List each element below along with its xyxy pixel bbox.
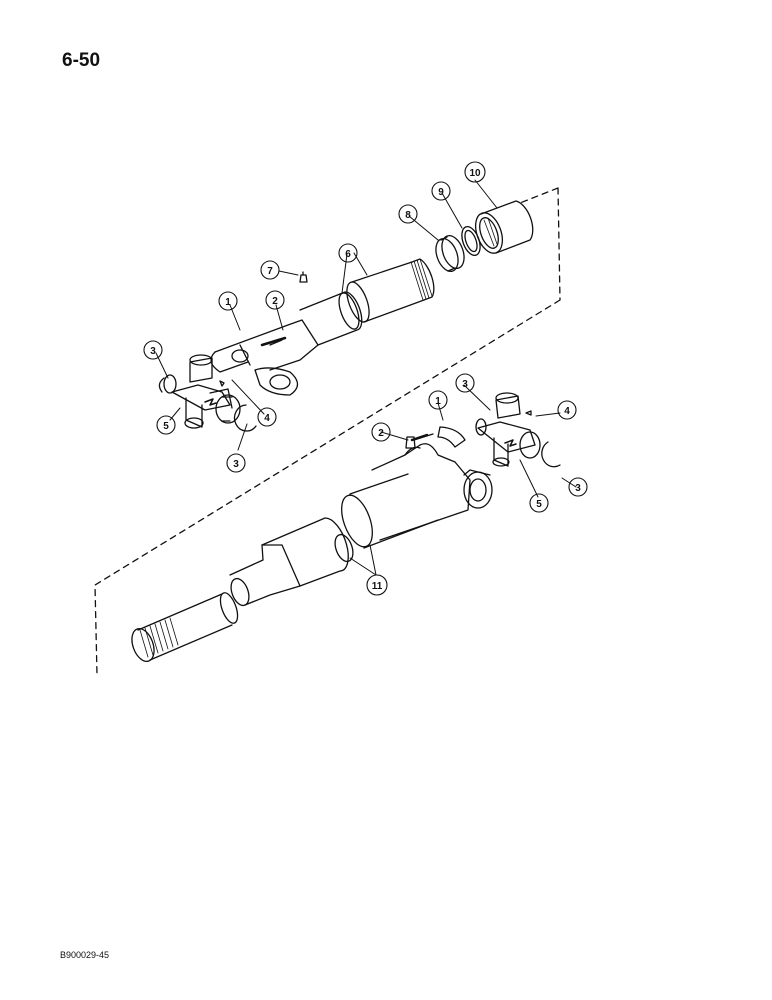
part-9-ring [461, 225, 481, 257]
upper-u-joint-cross [171, 354, 233, 429]
callout-8: 8 [398, 204, 418, 224]
svg-text:4: 4 [564, 406, 570, 417]
svg-text:11: 11 [372, 581, 383, 592]
lower-bearing-caps [475, 410, 561, 468]
part-11-outer-tube [341, 473, 439, 549]
lower-yoke [371, 426, 493, 541]
part-6-splined-tube [346, 258, 435, 323]
part-1-upper-yoke [210, 319, 319, 396]
callout-2-lower: 2 [371, 422, 391, 442]
callout-7: 7 [260, 260, 280, 280]
lower-grease-fitting [405, 433, 434, 449]
svg-text:2: 2 [272, 296, 278, 307]
callout-9: 9 [431, 181, 451, 201]
part-8-seal [435, 235, 465, 272]
splined-stub-shaft [131, 544, 301, 662]
svg-text:1: 1 [225, 297, 231, 308]
leader-lines [155, 179, 577, 576]
svg-text:7: 7 [267, 266, 273, 277]
callout-5-upper: 5 [156, 415, 176, 435]
callout-4-upper: 4 [257, 407, 277, 427]
svg-text:10: 10 [469, 168, 481, 179]
callout-1-upper: 1 [218, 291, 238, 311]
svg-text:1: 1 [435, 396, 441, 407]
callout-6: 6 [338, 243, 358, 263]
svg-text:9: 9 [438, 187, 444, 198]
svg-text:3: 3 [575, 483, 581, 494]
callout-10: 10 [464, 161, 486, 183]
callout-5-lower: 5 [529, 493, 549, 513]
assembly-boundary-dashed [94, 187, 561, 676]
upper-bearing-caps [158, 374, 257, 432]
callout-3-upper-a: 3 [143, 340, 163, 360]
callout-3-lower-b: 3 [568, 477, 588, 497]
svg-text:5: 5 [536, 499, 542, 510]
callout-11: 11 [366, 574, 388, 596]
callout-4-lower: 4 [557, 400, 577, 420]
callout-2-upper: 2 [265, 290, 285, 310]
svg-text:3: 3 [462, 379, 468, 390]
part-10-sleeve [474, 200, 534, 254]
svg-text:4: 4 [264, 413, 270, 424]
callout-3-lower-a: 3 [455, 373, 475, 393]
svg-text:2: 2 [378, 428, 384, 439]
figure-code: B900029-45 [60, 950, 110, 960]
svg-text:8: 8 [405, 210, 411, 221]
svg-text:3: 3 [150, 346, 156, 357]
callout-3-upper-b: 3 [226, 453, 246, 473]
svg-text:3: 3 [233, 459, 239, 470]
lower-u-joint-cross [477, 392, 536, 467]
part-11-inner-tube [261, 517, 354, 587]
page-number: 6-50 [62, 50, 101, 71]
callout-bubbles: 10 9 8 6 7 1 2 3 5 4 3 1 3 4 2 5 3 11 [143, 161, 588, 596]
upper-shaft-tube [299, 291, 363, 346]
callout-1-lower: 1 [428, 390, 448, 410]
svg-text:5: 5 [163, 421, 169, 432]
svg-text:6: 6 [345, 249, 351, 260]
part-7-grease-fitting [299, 271, 308, 283]
